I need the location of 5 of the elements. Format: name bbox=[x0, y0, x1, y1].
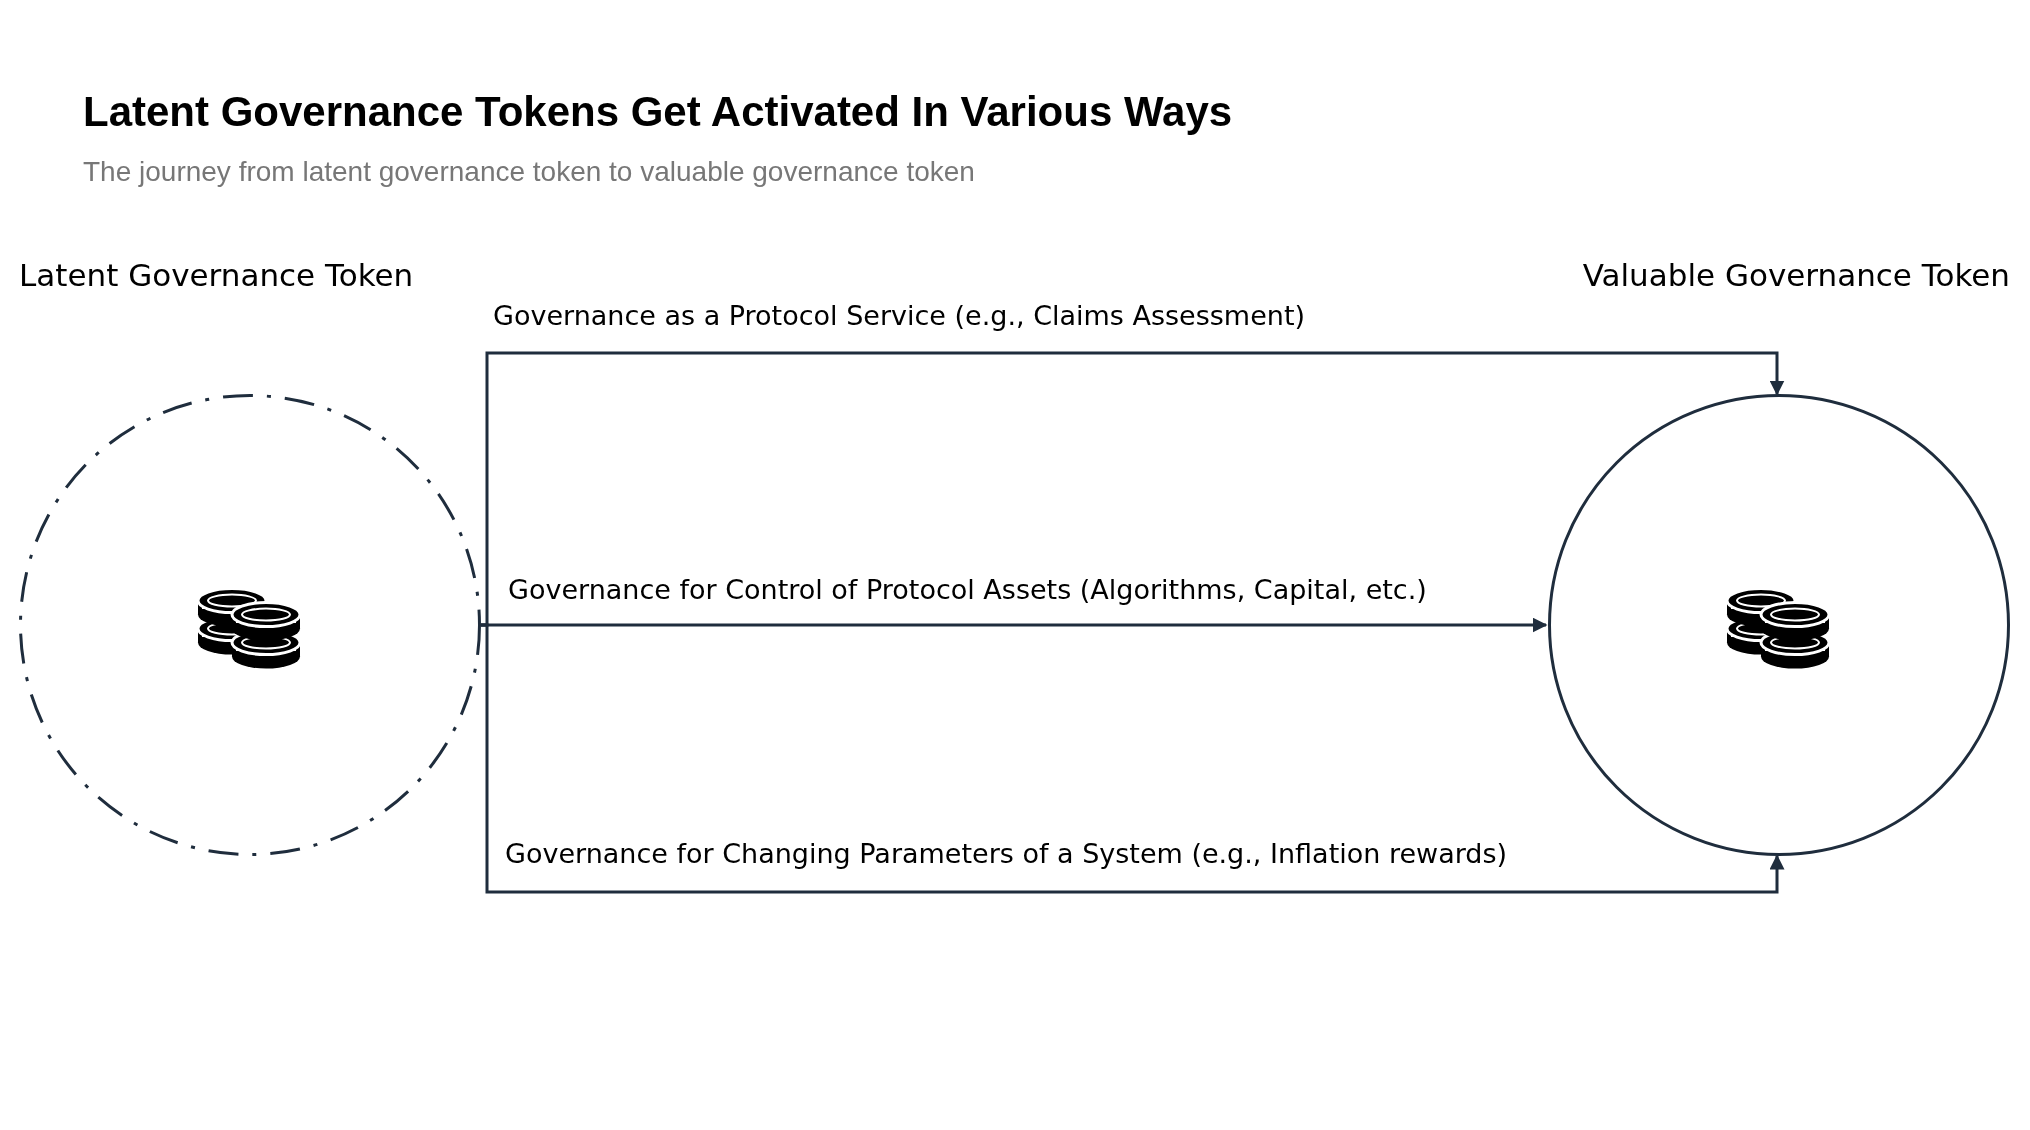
arrow bbox=[479, 623, 1785, 894]
node-heading: Valuable Governance Token bbox=[1582, 256, 2010, 295]
diagram-title: Latent Governance Tokens Get Activated In Various Ways bbox=[83, 88, 1233, 136]
subtitle: The journey from latent governance token to valuable governance token bbox=[83, 156, 975, 188]
node-heading: Latent Governance Token bbox=[19, 256, 414, 295]
